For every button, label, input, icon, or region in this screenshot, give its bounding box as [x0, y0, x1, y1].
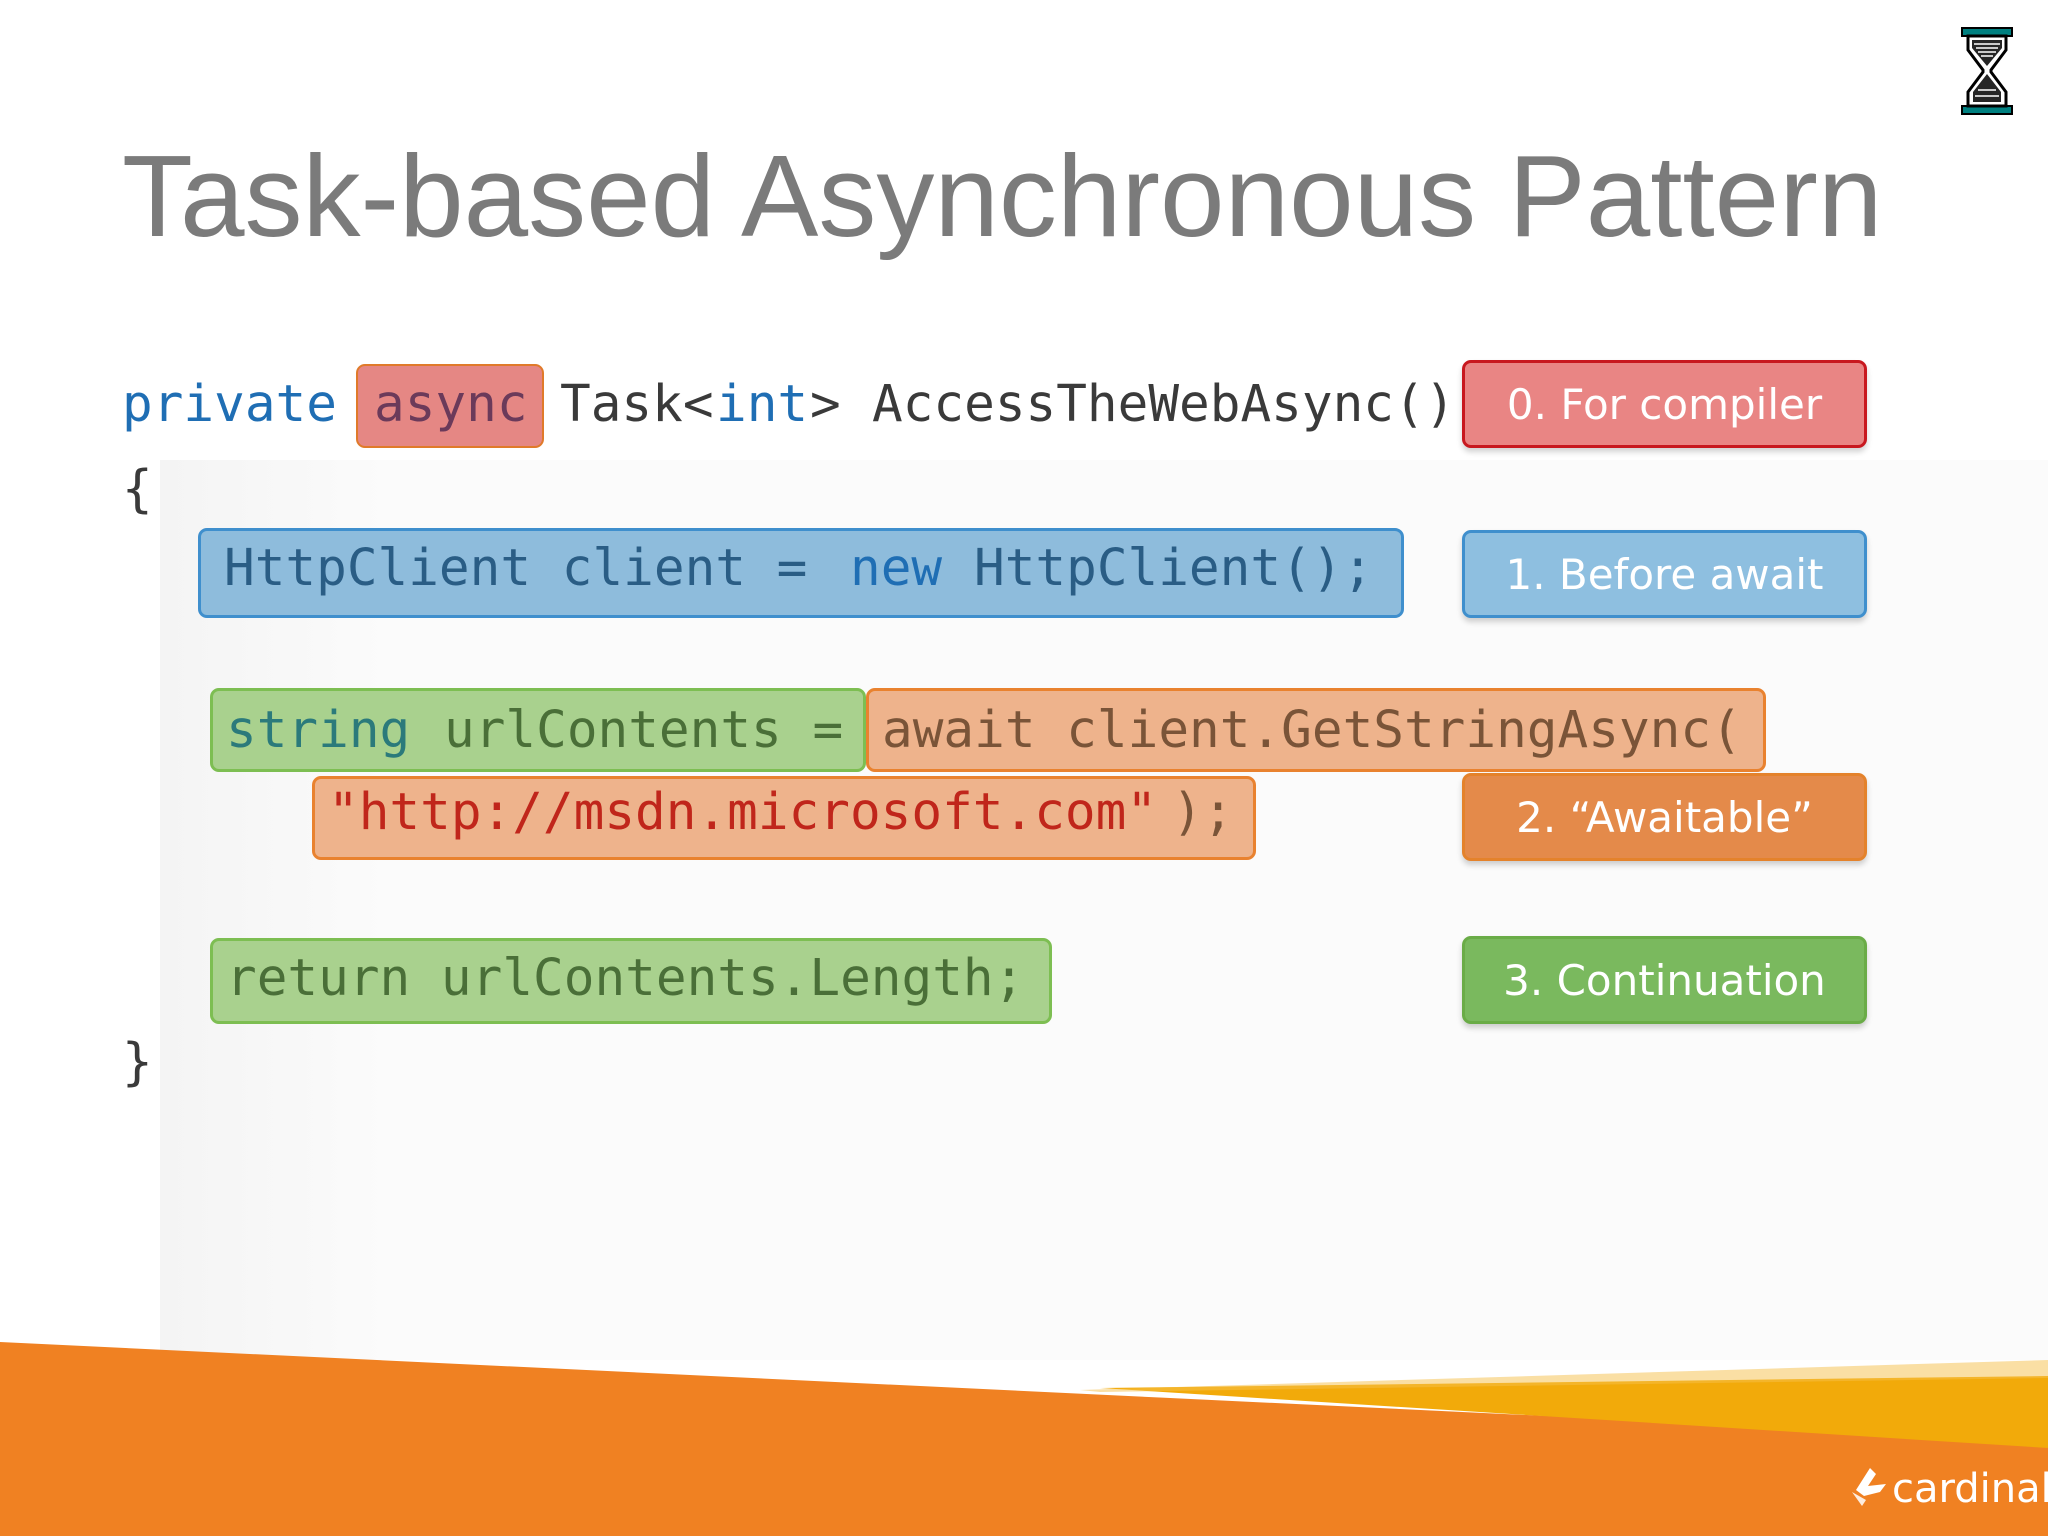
step1-label: 1. Before await	[1462, 530, 1867, 618]
bottom-decoration	[0, 1342, 2048, 1536]
code-urlcontents-decl: urlContents =	[444, 701, 844, 760]
code-close-brace: }	[122, 1033, 153, 1092]
code-keyword-string: string	[226, 701, 411, 760]
code-httpclient-decl: HttpClient client =	[224, 539, 808, 598]
code-keyword-async: async	[374, 375, 528, 434]
step0-label: 0. For compiler	[1462, 360, 1867, 448]
code-url-string: "http://msdn.microsoft.com"	[328, 783, 1158, 842]
string-decl-highlight	[210, 688, 866, 772]
step3-label: 3. Continuation	[1462, 936, 1867, 1024]
brand-name: cardinal	[1892, 1466, 2048, 1512]
return-highlight	[210, 938, 1052, 1024]
step2-label: 2. “Awaitable”	[1462, 773, 1867, 861]
code-await-call: await client.GetStringAsync(	[882, 701, 1742, 760]
before-await-highlight	[198, 528, 1404, 618]
url-highlight	[312, 776, 1256, 860]
code-return-statement: return urlContents.Length;	[226, 949, 1025, 1008]
code-task-close: >	[810, 375, 841, 434]
async-highlight	[356, 364, 544, 448]
cardinal-logo-icon	[1852, 1468, 1886, 1506]
code-keyword-new: new	[850, 539, 943, 598]
code-open-brace: {	[122, 460, 153, 519]
await-highlight	[866, 688, 1766, 772]
code-httpclient-ctor: HttpClient();	[974, 539, 1374, 598]
hourglass-icon	[1961, 27, 2013, 115]
code-keyword-int: int	[716, 375, 809, 434]
page-title: Task-based Asynchronous Pattern	[122, 131, 1883, 261]
code-task-open: Task<	[560, 375, 714, 434]
code-keyword-private: private	[122, 375, 337, 434]
code-method-name: AccessTheWebAsync()	[872, 375, 1456, 434]
code-call-end: );	[1172, 783, 1234, 842]
